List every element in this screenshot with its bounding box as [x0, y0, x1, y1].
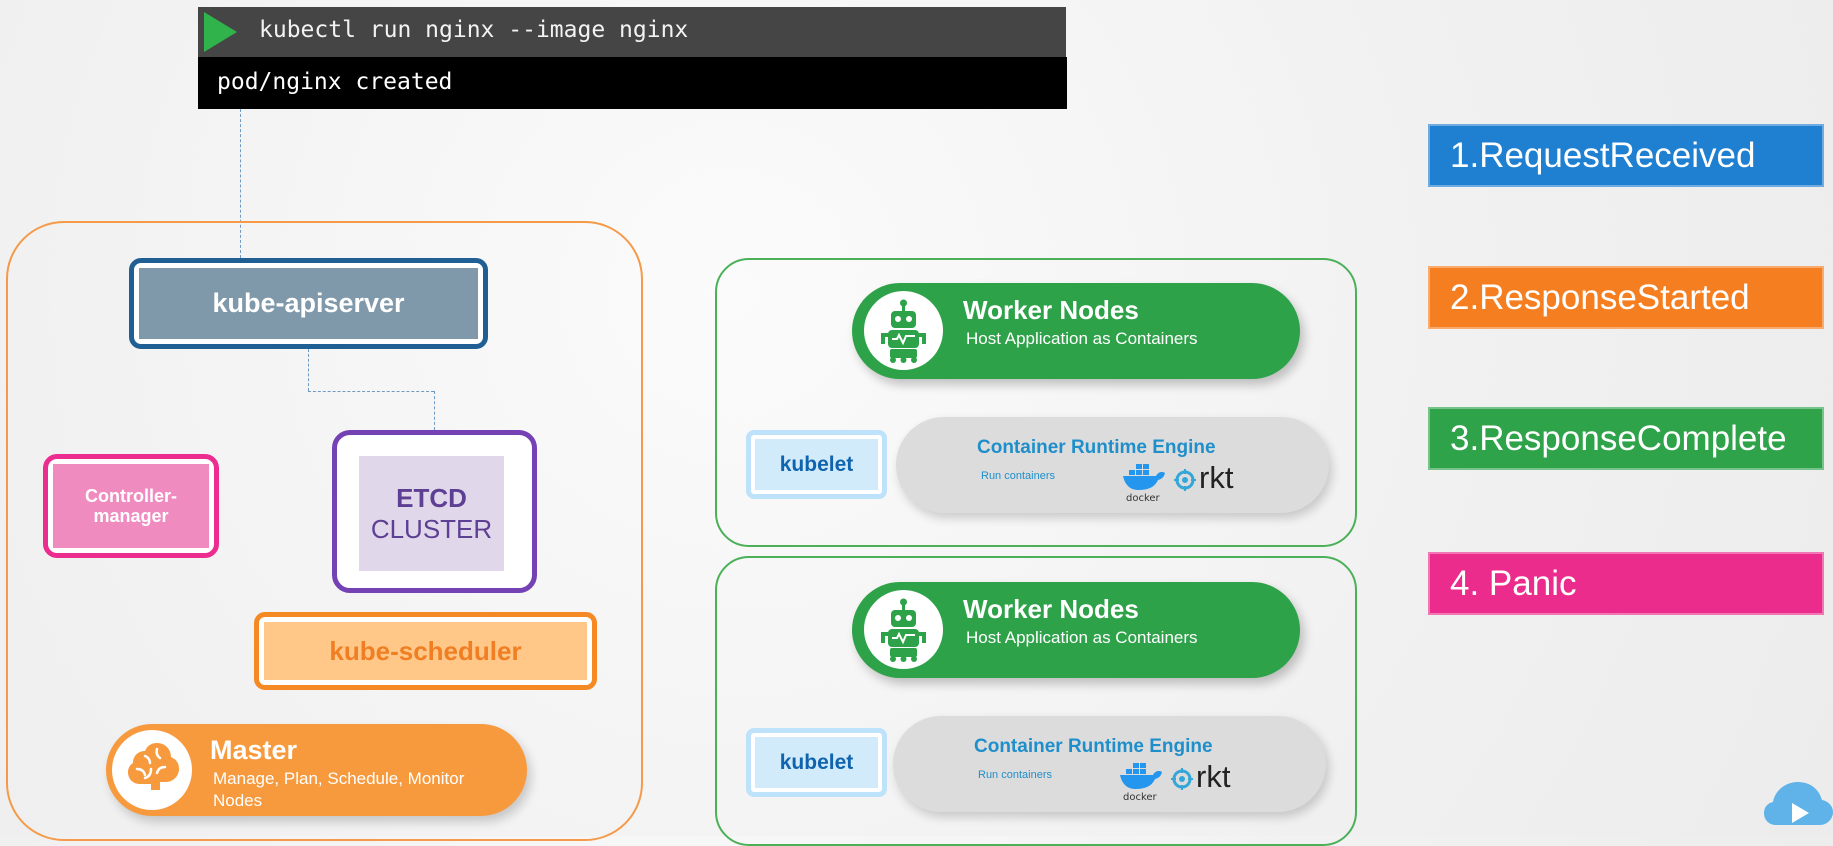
etcd-cluster-box: ETCD CLUSTER — [332, 430, 537, 593]
container-runtime-title: Container Runtime Engine — [974, 736, 1213, 757]
terminal-command-bar: kubectl run nginx --image nginx — [198, 7, 1066, 57]
kube-scheduler-box: kube-scheduler — [254, 612, 597, 690]
worker-node-title: Worker Nodes — [963, 295, 1139, 325]
event-panic: 4. Panic — [1428, 552, 1824, 615]
master-subtitle: Manage, Plan, Schedule, Monitor Nodes — [213, 768, 498, 812]
rkt-icon — [1174, 469, 1196, 491]
controller-manager-label: Controller- manager — [53, 464, 209, 548]
container-runtime-subtitle: Run containers — [981, 470, 1055, 482]
connector-terminal-apiserver — [240, 109, 241, 258]
cluster-label: CLUSTER — [370, 513, 493, 544]
brain-icon — [112, 730, 192, 810]
controller-manager-line-2: manager — [93, 506, 169, 526]
kubelet-label: kubelet — [755, 439, 878, 490]
terminal-command: kubectl run nginx --image nginx — [259, 17, 689, 43]
master-title: Master — [210, 735, 298, 765]
kube-apiserver-label: kube-apiserver — [139, 268, 478, 339]
kube-apiserver-box: kube-apiserver — [129, 258, 488, 349]
worker-node-subtitle: Host Application as Containers — [966, 329, 1198, 348]
event-panic-label: 4. Panic — [1450, 563, 1577, 603]
docker-icon: docker — [1116, 758, 1164, 803]
master-node-badge: Master Manage, Plan, Schedule, Monitor N… — [106, 724, 527, 816]
etcd-cluster-label: ETCD CLUSTER — [359, 456, 504, 571]
container-runtime-title: Container Runtime Engine — [977, 437, 1216, 458]
worker-node-badge-1: Worker Nodes Host Application as Contain… — [852, 283, 1300, 379]
event-response-started-label: 2.ResponseStarted — [1450, 277, 1750, 317]
kube-scheduler-label: kube-scheduler — [264, 622, 587, 680]
kubelet-box-2: kubelet — [746, 728, 887, 797]
controller-manager-line-1: Controller- — [85, 486, 177, 506]
container-runtime-engine-1: Container Runtime Engine Run containers … — [896, 417, 1329, 513]
play-icon — [204, 12, 237, 52]
kubelet-box-1: kubelet — [746, 430, 887, 499]
event-request-received: 1.RequestReceived — [1428, 124, 1824, 187]
robot-icon — [864, 590, 943, 669]
master-subtitle-line-1: Manage, Plan, Schedule, Monitor — [213, 769, 465, 788]
docker-icon: docker — [1119, 459, 1167, 504]
worker-node-title: Worker Nodes — [963, 594, 1139, 624]
rkt-label: rkt — [1196, 759, 1231, 794]
cloud-play-icon[interactable] — [1764, 767, 1833, 836]
event-response-started: 2.ResponseStarted — [1428, 266, 1824, 329]
controller-manager-box: Controller- manager — [43, 454, 219, 558]
docker-label: docker — [1123, 792, 1158, 802]
master-subtitle-line-2: Nodes — [213, 791, 263, 810]
worker-node-badge-2: Worker Nodes Host Application as Contain… — [852, 582, 1300, 678]
terminal-output-text: pod/nginx created — [217, 69, 453, 95]
worker-node-frame-1 — [715, 258, 1357, 547]
terminal-output: pod/nginx created — [198, 57, 1067, 109]
robot-icon — [864, 291, 943, 370]
worker-node-subtitle: Host Application as Containers — [966, 628, 1198, 647]
connector-apiserver-etcd-horizontal — [308, 391, 434, 392]
container-runtime-engine-2: Container Runtime Engine Run containers … — [893, 716, 1326, 812]
kubelet-label: kubelet — [755, 737, 878, 788]
docker-label: docker — [1126, 493, 1161, 503]
rkt-label: rkt — [1199, 460, 1234, 495]
event-response-complete: 3.ResponseComplete — [1428, 407, 1824, 470]
event-request-received-label: 1.RequestReceived — [1450, 135, 1756, 175]
connector-apiserver-etcd-vertical-1 — [308, 349, 309, 391]
event-response-complete-label: 3.ResponseComplete — [1450, 418, 1787, 458]
connector-apiserver-etcd-vertical-2 — [434, 391, 435, 430]
etcd-label: ETCD — [396, 482, 467, 513]
rkt-icon — [1171, 768, 1193, 790]
container-runtime-subtitle: Run containers — [978, 769, 1052, 781]
